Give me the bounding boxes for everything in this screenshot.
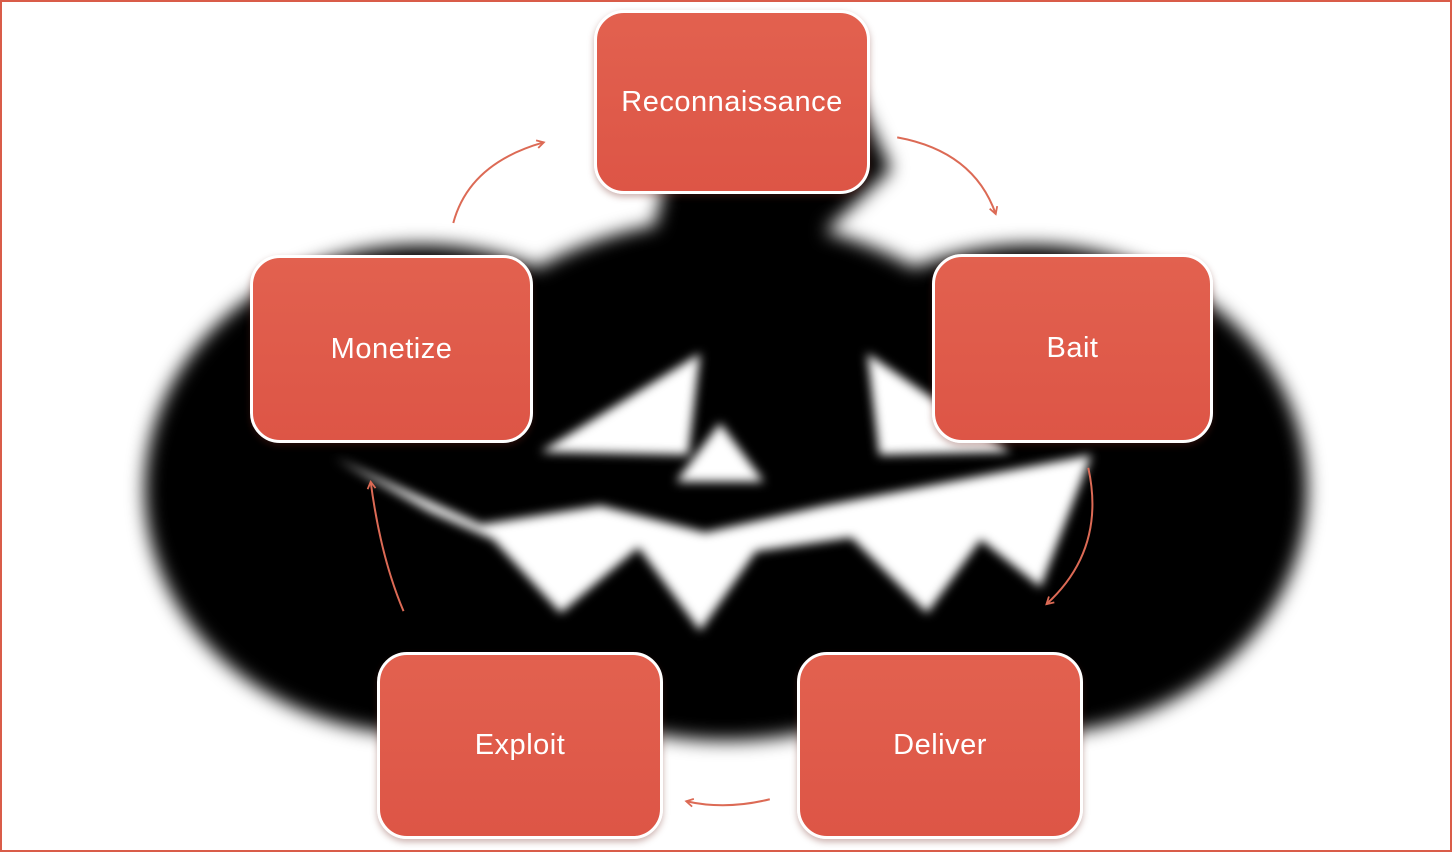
left-eye-cutout (540, 353, 701, 455)
node-label: Bait (1046, 332, 1099, 364)
nose-cutout (676, 423, 764, 482)
node-label: Reconnaissance (621, 85, 843, 118)
node-monetize: Monetize (250, 255, 533, 443)
node-label: Exploit (474, 729, 566, 761)
node-label: Monetize (330, 332, 453, 365)
mouth-cutout (334, 454, 1092, 632)
node-reconnaissance: Reconnaissance (594, 10, 870, 194)
node-label: Deliver (893, 729, 987, 761)
node-deliver: Deliver (797, 652, 1083, 839)
node-bait: Bait (932, 254, 1213, 443)
node-exploit: Exploit (377, 652, 663, 839)
